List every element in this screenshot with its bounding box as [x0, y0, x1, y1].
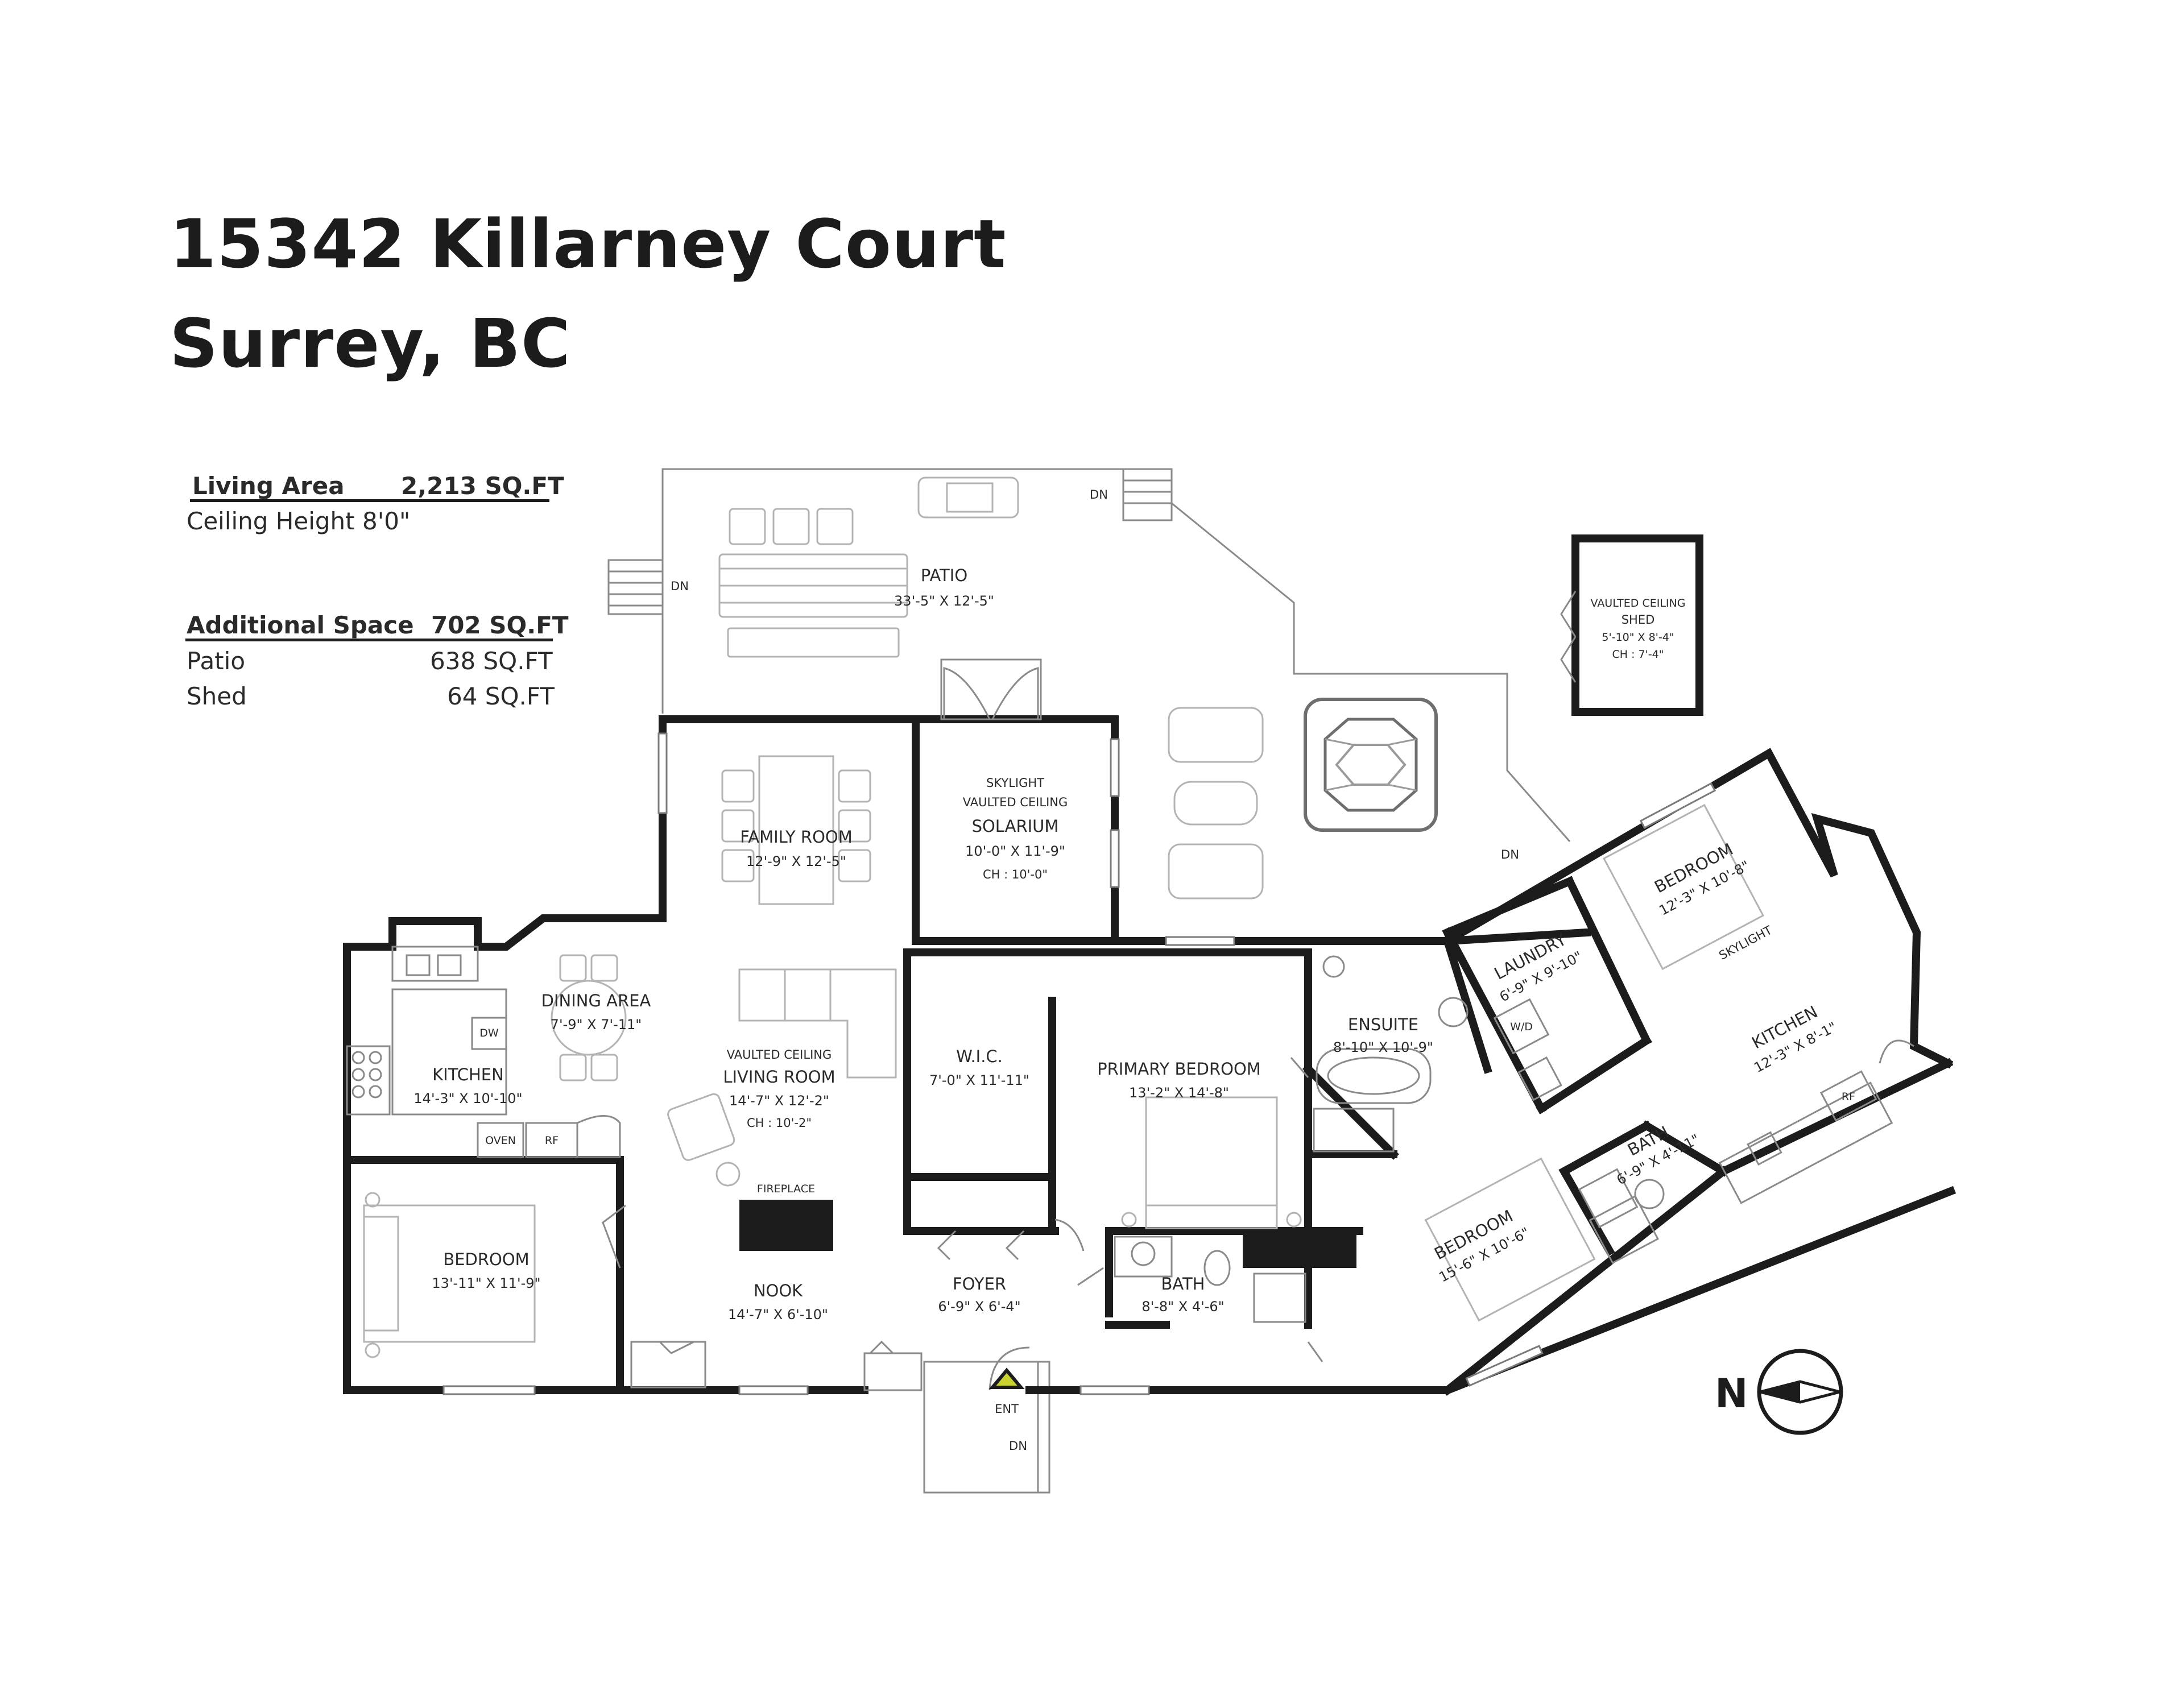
patio-dims: 33'-5" X 12'-5" — [894, 593, 994, 609]
kitchen2-rf: RF — [1842, 1091, 1855, 1103]
wic-name: W.I.C. — [956, 1047, 1003, 1066]
dn-entry: DN — [1009, 1439, 1027, 1453]
nook-dims: 14'-7" X 6'-10" — [728, 1307, 828, 1323]
kitchen-dw: DW — [479, 1027, 499, 1039]
bed-west-icon — [363, 1192, 536, 1358]
bed-primary-icon — [1121, 1096, 1302, 1229]
stairs-west-icon — [607, 559, 664, 615]
dining-area-name: DINING AREA — [541, 991, 651, 1010]
bath-east-fixtures — [1578, 1168, 1665, 1265]
shed-wall — [1571, 534, 1703, 716]
bed-se-icon — [1424, 1157, 1596, 1322]
living-area-value: 2,213 SQ.FT — [401, 472, 564, 500]
stairs-north-icon — [1122, 468, 1173, 521]
kitchen-name: KITCHEN — [432, 1065, 504, 1084]
shed-dims: 5'-10" X 8'-4" — [1602, 631, 1674, 644]
solarium-dims: 10'-0" X 11'-9" — [965, 843, 1065, 859]
ensuite-dims: 8'-10" X 10'-9" — [1333, 1039, 1433, 1055]
dining-set-icon — [551, 954, 627, 1081]
laundry-fixtures — [1493, 998, 1562, 1101]
bedroom-w-dims: 13'-11" X 11'-9" — [432, 1275, 540, 1291]
hot-tub-icon — [1304, 698, 1438, 832]
living-area-underline — [190, 499, 549, 502]
ceiling-height: Ceiling Height 8'0" — [187, 507, 411, 535]
bath-center-dims: 8'-8" X 4'-6" — [1141, 1299, 1224, 1315]
exterior-walls — [343, 748, 1956, 1396]
living-room-ch: CH : 10'-2" — [747, 1116, 812, 1130]
room-labels: PATIO 33'-5" X 12'-5" VAULTED CEILING SH… — [413, 488, 1855, 1453]
shed-door-icon — [1560, 591, 1577, 683]
family-room-name: FAMILY ROOM — [740, 827, 853, 847]
foyer-dims: 6'-9" X 6'-4" — [938, 1299, 1020, 1315]
shed-note: VAULTED CEILING — [1591, 597, 1686, 610]
patio-furniture — [718, 476, 1264, 900]
shed-name: SHED — [1622, 613, 1655, 627]
living-room-note: VAULTED CEILING — [727, 1048, 832, 1062]
bath-center-name: BATH — [1161, 1274, 1205, 1294]
additional-space-label: Additional Space — [187, 611, 414, 639]
windows — [442, 732, 1716, 1395]
kitchen-oven: OVEN — [485, 1134, 516, 1147]
additional-space-value: 702 SQ.FT — [431, 611, 569, 639]
dn-north: DN — [1090, 488, 1108, 501]
foyer-name: FOYER — [953, 1274, 1006, 1294]
ent-label: ENT — [995, 1402, 1019, 1416]
primary-bedroom-dims: 13'-2" X 14'-8" — [1129, 1085, 1229, 1101]
skylight-label: SKYLIGHT — [1716, 923, 1774, 963]
laundry-wd: W/D — [1510, 1021, 1533, 1033]
solarium-note1: SKYLIGHT — [986, 776, 1044, 790]
fireplace-label: FIREPLACE — [757, 1183, 815, 1195]
fireplace-icon — [739, 1200, 833, 1251]
kitchen-fixtures — [346, 946, 621, 1158]
city-title: Surrey, BC — [169, 304, 571, 383]
patio-name: PATIO — [921, 566, 967, 585]
solarium-name: SOLARIUM — [972, 816, 1059, 836]
sofa-icon — [667, 968, 897, 1187]
dn-east: DN — [1501, 848, 1519, 861]
living-room-name: LIVING ROOM — [723, 1067, 835, 1087]
shed-area-value: 64 SQ.FT — [447, 682, 555, 710]
compass-icon: N — [1715, 1349, 1843, 1435]
nook-name: NOOK — [754, 1281, 803, 1300]
kitchen2-fixtures — [1718, 1070, 1893, 1204]
family-table-icon — [721, 755, 871, 905]
patio-doors-icon — [940, 658, 1042, 720]
wic-dims: 7'-0" X 11'-11" — [929, 1072, 1029, 1088]
compass-n-label: N — [1715, 1370, 1748, 1417]
stairs-entry-icon — [923, 1361, 1050, 1494]
patio-area-label: Patio — [187, 647, 246, 675]
shed-ch: CH : 7'-4" — [1612, 648, 1664, 661]
doors — [602, 1039, 1914, 1391]
address-title: 15342 Killarney Court — [169, 205, 1007, 283]
bath-center-fixtures — [1114, 1236, 1306, 1323]
entry-arrow-icon — [988, 1367, 1025, 1389]
additional-space-underline — [185, 639, 553, 641]
solarium-ch: CH : 10'-0" — [983, 868, 1048, 881]
dn-west: DN — [671, 579, 689, 593]
primary-bedroom-name: PRIMARY BEDROOM — [1097, 1059, 1261, 1079]
kitchen-rf: RF — [545, 1134, 559, 1147]
bed-ne-icon — [1603, 803, 1764, 971]
kitchen-dims: 14'-3" X 10'-10" — [413, 1091, 522, 1106]
patio-outline — [661, 468, 1571, 842]
patio-area-value: 638 SQ.FT — [430, 647, 553, 675]
solarium-note2: VAULTED CEILING — [963, 795, 1068, 809]
living-room-dims: 14'-7" X 12'-2" — [729, 1093, 829, 1109]
family-room-dims: 12'-9" X 12'-5" — [746, 853, 846, 869]
ensuite-name: ENSUITE — [1348, 1015, 1418, 1034]
fireplace-bar-icon — [1243, 1234, 1356, 1268]
dining-area-dims: 7'-9" X 7'-11" — [551, 1017, 642, 1033]
bedroom-w-name: BEDROOM — [443, 1250, 529, 1269]
living-area-label: Living Area — [192, 472, 345, 500]
shed-area-label: Shed — [187, 682, 247, 710]
ensuite-fixtures — [1313, 955, 1469, 1153]
